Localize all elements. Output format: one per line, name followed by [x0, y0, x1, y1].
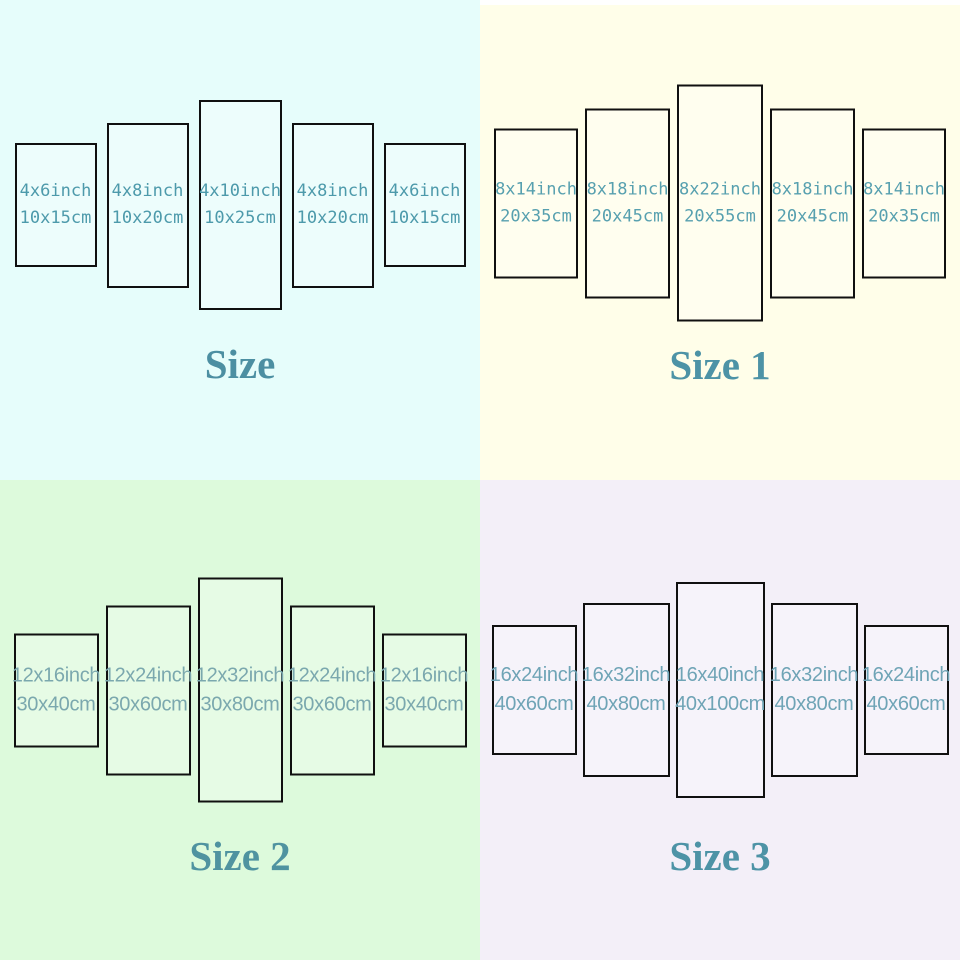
panel-size-label: 12x24inch 30x60cm — [287, 661, 377, 719]
canvas-panel: 4x6inch 10x15cm — [383, 143, 466, 267]
panel-size-label: 12x32inch 30x80cm — [195, 661, 285, 719]
panel-size-inch: 16x24inch — [861, 664, 951, 686]
panel-size-label: 8x14inch 20x35cm — [863, 176, 945, 230]
canvas-panel: 12x16inch 30x40cm — [379, 633, 469, 747]
canvas-panel: 12x24inch 30x60cm — [103, 605, 193, 775]
quadrant-title: Size — [204, 341, 276, 387]
image-edge-strip — [480, 0, 960, 5]
canvas-panel: 8x14inch 20x35cm — [494, 128, 578, 278]
panel-size-cm: 40x60cm — [494, 693, 574, 715]
panel-size-label: 4x6inch 10x15cm — [389, 178, 461, 232]
canvas-panel: 4x10inch 10x25cm — [198, 100, 282, 310]
panel-size-cm: 10x15cm — [388, 208, 461, 228]
panel-row: 12x16inch 30x40cm 12x24inch 30x60cm 12x3… — [0, 577, 480, 803]
panel-row: 8x14inch 20x35cm 8x18inch 20x45cm 8x22in… — [480, 84, 960, 322]
panel-size-cm: 20x35cm — [868, 206, 940, 226]
panel-size-inch: 16x32inch — [769, 664, 859, 686]
panel-size-inch: 4x6inch — [19, 181, 92, 201]
panel-size-inch: 8x14inch — [495, 179, 577, 199]
canvas-panel: 8x14inch 20x35cm — [862, 128, 946, 278]
panel-size-label: 4x8inch 10x20cm — [112, 178, 184, 232]
panel-size-label: 8x18inch 20x45cm — [587, 176, 669, 230]
quadrant-size-2: 12x16inch 30x40cm 12x24inch 30x60cm 12x3… — [0, 480, 480, 960]
panel-size-inch: 4x8inch — [111, 181, 184, 201]
canvas-panel: 16x24inch 40x60cm — [861, 625, 951, 755]
panel-row: 16x24inch 40x60cm 16x32inch 40x80cm 16x4… — [480, 582, 960, 798]
panel-size-cm: 20x45cm — [776, 206, 849, 226]
canvas-panel: 16x32inch 40x80cm — [769, 603, 859, 777]
panel-size-inch: 4x8inch — [296, 181, 369, 201]
panel-size-cm: 10x20cm — [296, 208, 369, 228]
panel-size-label: 4x8inch 10x20cm — [297, 178, 369, 232]
panel-size-inch: 4x6inch — [388, 181, 461, 201]
panel-size-label: 16x32inch 40x80cm — [769, 661, 859, 719]
panel-size-inch: 12x16inch — [11, 664, 101, 686]
panel-size-cm: 40x60cm — [866, 693, 946, 715]
canvas-panel: 16x24inch 40x60cm — [489, 625, 579, 755]
panel-size-inch: 8x14inch — [863, 179, 945, 199]
panel-size-cm: 20x55cm — [684, 206, 756, 226]
panel-size-inch: 12x24inch — [287, 664, 377, 686]
quadrant-title: Size 2 — [189, 833, 291, 879]
canvas-panel: 12x16inch 30x40cm — [11, 633, 101, 747]
panel-size-cm: 10x25cm — [204, 208, 276, 228]
panel-size-cm: 30x40cm — [384, 693, 464, 715]
panel-size-cm: 20x45cm — [591, 206, 664, 226]
panel-size-label: 8x14inch 20x35cm — [495, 176, 577, 230]
panel-size-inch: 12x16inch — [379, 664, 469, 686]
panel-size-label: 4x10inch 10x25cm — [199, 178, 281, 232]
quadrant-size: 4x6inch 10x15cm 4x8inch 10x20cm 4x10inch… — [0, 0, 480, 480]
panel-size-label: 8x22inch 20x55cm — [679, 176, 761, 230]
panel-size-cm: 30x40cm — [16, 693, 96, 715]
panel-size-label: 16x32inch 40x80cm — [581, 661, 671, 719]
canvas-panel: 4x6inch 10x15cm — [14, 143, 97, 267]
panel-size-inch: 4x10inch — [199, 181, 281, 201]
quadrant-size-1: 8x14inch 20x35cm 8x18inch 20x45cm 8x22in… — [480, 0, 960, 480]
canvas-panel: 4x8inch 10x20cm — [291, 122, 374, 288]
quadrant-size-3: 16x24inch 40x60cm 16x32inch 40x80cm 16x4… — [480, 480, 960, 960]
panel-size-inch: 16x40inch — [675, 664, 765, 686]
panel-size-inch: 16x32inch — [581, 664, 671, 686]
canvas-panel: 8x18inch 20x45cm — [585, 108, 670, 298]
panel-size-inch: 8x18inch — [771, 179, 854, 199]
panel-size-label: 12x24inch 30x60cm — [103, 661, 193, 719]
panel-size-label: 16x24inch 40x60cm — [489, 661, 579, 719]
panel-size-cm: 40x80cm — [586, 693, 666, 715]
panel-size-label: 12x16inch 30x40cm — [11, 661, 101, 719]
panel-size-cm: 40x80cm — [774, 693, 854, 715]
panel-size-cm: 30x60cm — [292, 693, 372, 715]
panel-size-inch: 8x18inch — [586, 179, 669, 199]
panel-size-cm: 10x15cm — [19, 208, 92, 228]
panel-size-label: 16x24inch 40x60cm — [861, 661, 951, 719]
panel-row: 4x6inch 10x15cm 4x8inch 10x20cm 4x10inch… — [0, 100, 480, 310]
canvas-panel: 4x8inch 10x20cm — [106, 122, 189, 288]
panel-size-label: 8x18inch 20x45cm — [772, 176, 854, 230]
panel-size-label: 4x6inch 10x15cm — [20, 178, 92, 232]
canvas-panel: 8x18inch 20x45cm — [770, 108, 855, 298]
quadrant-title: Size 1 — [669, 342, 771, 388]
canvas-panel: 16x40inch 40x100cm — [675, 582, 765, 798]
panel-size-cm: 20x35cm — [500, 206, 572, 226]
panel-size-inch: 12x32inch — [195, 664, 285, 686]
panel-size-inch: 12x24inch — [103, 664, 193, 686]
panel-size-label: 12x16inch 30x40cm — [379, 661, 469, 719]
canvas-panel: 16x32inch 40x80cm — [581, 603, 671, 777]
panel-size-cm: 10x20cm — [111, 208, 184, 228]
panel-size-cm: 30x80cm — [200, 693, 280, 715]
canvas-panel: 12x24inch 30x60cm — [287, 605, 377, 775]
canvas-panel: 8x22inch 20x55cm — [677, 84, 763, 322]
panel-size-label: 16x40inch 40x100cm — [675, 661, 765, 719]
canvas-panel: 12x32inch 30x80cm — [195, 577, 285, 803]
panel-size-cm: 40x100cm — [675, 693, 765, 715]
panel-size-inch: 16x24inch — [489, 664, 579, 686]
panel-size-inch: 8x22inch — [679, 179, 761, 199]
panel-size-cm: 30x60cm — [108, 693, 188, 715]
quadrant-title: Size 3 — [669, 833, 771, 879]
